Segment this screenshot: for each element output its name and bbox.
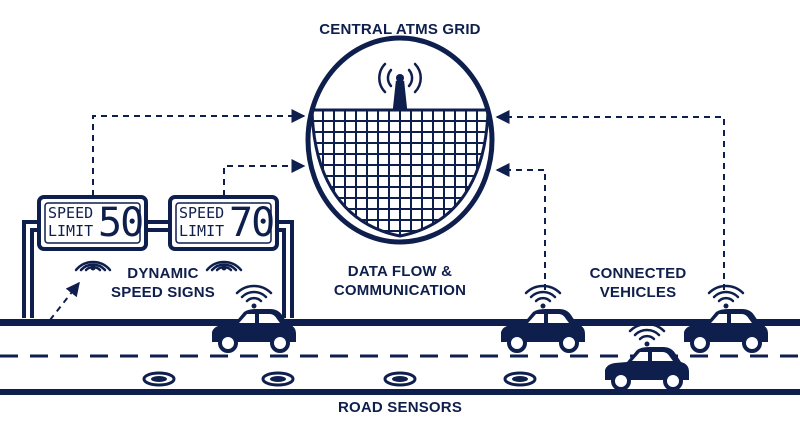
data-flow-arrows [49, 109, 725, 321]
flow-arrow-vehicle2 [495, 110, 725, 290]
cars [212, 309, 768, 391]
road-sensor-icon [142, 371, 176, 387]
flow-arrow-vehicle1 [495, 163, 546, 290]
car-icon [684, 309, 768, 353]
sign1-speed-value: 50 [98, 200, 144, 246]
car-icon [212, 309, 296, 353]
antenna-icon [378, 62, 422, 112]
sign2-speed-value: 70 [229, 200, 275, 246]
sign-signal-1 [74, 260, 112, 272]
road-sensors-label: ROAD SENSORS [337, 399, 463, 416]
data-flow-label: DATA FLOW & COMMUNICATION [320, 262, 480, 300]
road-sensor-icon [503, 371, 537, 387]
wifi-icon [628, 322, 666, 347]
data-flow-label-line2: COMMUNICATION [333, 282, 467, 299]
car-icon [605, 347, 689, 391]
car-signals [235, 284, 745, 347]
speed-sign-50 [37, 195, 148, 251]
connected-vehicles-label-line2: VEHICLES [599, 284, 677, 301]
data-flow-label-line1: DATA FLOW & [347, 263, 453, 280]
flow-arrow-sensor [49, 281, 80, 321]
sign1-line1: SPEED [48, 204, 94, 222]
wifi-icon [524, 284, 562, 309]
sign2-line2: LIMIT [179, 222, 225, 240]
road-sensor-icon [383, 371, 417, 387]
central-hub [305, 35, 495, 245]
flow-arrow-sign2 [223, 159, 306, 196]
road-sensor-icon [261, 371, 295, 387]
sign2-line1: SPEED [179, 204, 225, 222]
grid-mesh [312, 110, 488, 236]
road-sensors [142, 371, 537, 387]
speed-signs-label: DYNAMIC SPEED SIGNS [108, 264, 218, 302]
car-icon [501, 309, 585, 353]
flow-arrow-sign1 [92, 109, 306, 196]
wifi-icon [707, 284, 745, 309]
sign1-line2: LIMIT [48, 222, 94, 240]
connected-vehicles-label: CONNECTED VEHICLES [578, 264, 698, 302]
connected-vehicles-label-line1: CONNECTED [589, 265, 687, 282]
sign-gantry [22, 220, 294, 318]
wifi-icon [235, 284, 273, 309]
sign-signal-2 [205, 260, 243, 272]
speed-signs-label-line1: DYNAMIC [127, 265, 199, 282]
hub-title: CENTRAL ATMS GRID [319, 21, 481, 38]
speed-signs-label-line2: SPEED SIGNS [111, 284, 215, 301]
speed-sign-70 [168, 195, 279, 251]
